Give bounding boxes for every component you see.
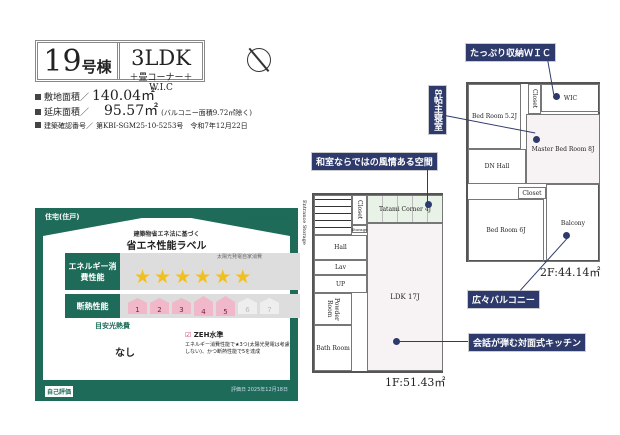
spec-label: 敷地面積／ — [44, 93, 90, 103]
hall-label: Hall — [496, 163, 510, 170]
label-tag-left: 住宅(住戸) — [45, 213, 80, 221]
self-evaluation-badge: 自己評価 — [45, 386, 74, 397]
room-closet: Closet — [352, 195, 367, 225]
callout-dot — [553, 93, 560, 100]
star-icon: ★ — [194, 266, 212, 288]
callout-dot — [393, 338, 400, 345]
room-storage: Storage — [351, 225, 368, 233]
callout-wic: たっぷり収納ＷＩＣ — [465, 43, 557, 62]
layout-extra: ＋畳コーナー＋W.I.C — [129, 73, 193, 93]
energy-label: 住宅(住戸) 再エネ設備あり 建築物省エネ法に基づく 省エネ性能ラベル エネルギ… — [35, 208, 300, 401]
spec-label: 建築確認番号／ — [44, 122, 93, 130]
room-wic: WIC — [541, 84, 600, 112]
room-balcony: Balcony — [546, 184, 600, 262]
callout-master-bedroom: 8帖主寝室 — [428, 85, 447, 136]
heating-cost-value: なし — [115, 348, 135, 359]
room-bed-2: Bed Room 6J — [468, 199, 544, 262]
room-bath: Bath Room — [314, 325, 352, 371]
callout-dot — [425, 201, 432, 208]
room-lav: Lav — [314, 260, 367, 275]
callout-dot — [533, 136, 540, 143]
room-entrance — [314, 195, 352, 235]
room-entrance-label: Entrance Storage — [301, 200, 307, 245]
floor-plan-1f: Entrance Storage Closet Storage Tatami C… — [301, 193, 443, 373]
floor-2f-area: 2F:44.14㎡ — [540, 266, 601, 279]
star-icon: ★ — [234, 266, 252, 288]
check-icon: ☑ — [185, 331, 192, 339]
room-hall-dn: DN Hall — [468, 149, 526, 184]
label-subtitle: 建築物省エネ法に基づく — [133, 231, 200, 238]
energy-row-header: エネルギー消費性能 — [65, 253, 120, 290]
evaluation-date: 評価日 2025年12月18日 — [230, 387, 288, 393]
callout-kitchen: 会話が弾む対面式キッチン — [468, 333, 587, 352]
room-bed-1: Bed Room 5.2J — [468, 84, 521, 149]
energy-stars: ★★★★★★ — [120, 253, 300, 290]
spec-value: 140.04㎡ — [92, 88, 156, 104]
room-powder: Powder Room — [314, 293, 352, 325]
spec-value: 第KBI-SGM25-10-5253号 令和7年12月22日 — [96, 122, 248, 130]
label-title: 省エネ性能ラベル — [126, 241, 207, 252]
spec-floor-area: 延床面積／ 95.57㎡(バルコニー面積9.72㎡除く) — [35, 103, 253, 119]
zeh-text: エネルギー消費性能で★3つ(太陽光発電は考慮しない)、かつ断熱性能で5を達成 — [185, 342, 290, 355]
star-icon: ★ — [214, 266, 232, 288]
insulation-row-header: 断熱性能 — [65, 294, 120, 318]
room-tatami-corner: Tatami Corner 4J — [367, 195, 443, 223]
insulation-level-4: 4 — [194, 296, 213, 316]
label-tag-right: 再エネ設備あり — [247, 216, 290, 223]
north-compass-icon — [247, 48, 271, 72]
unit-number-value: 19 — [43, 44, 82, 79]
callout-line — [396, 341, 468, 342]
spec-site-area: 敷地面積／140.04㎡ — [35, 88, 156, 104]
room-closet: Closet — [528, 84, 541, 114]
floor-plan-2f: Bed Room 5.2J Closet WIC Master Bed Room… — [466, 82, 600, 262]
spec-note: (バルコニー面積9.72㎡除く) — [161, 109, 253, 117]
insulation-level-2: 2 — [150, 298, 169, 314]
layout-type: 3LDK — [131, 46, 191, 70]
insulation-level-6: 6 — [238, 298, 257, 314]
callout-tatami: 和室ならではの風情ある空間 — [311, 152, 438, 171]
zeh-label: ZEH水準 — [193, 331, 224, 339]
room-master-bedroom: Master Bed Room 8J — [526, 114, 600, 184]
unit-suffix: 号棟 — [81, 58, 112, 76]
callout-balcony: 広々バルコニー — [467, 290, 540, 309]
heating-cost-label: 目安光熱費 — [95, 322, 130, 330]
stairs-dn: DN — [484, 163, 495, 170]
room-hall: Hall — [314, 235, 367, 260]
insulation-level-1: 1 — [128, 298, 147, 314]
room-closet-2: Closet — [518, 187, 546, 199]
callout-dot — [563, 232, 570, 239]
room-ldk: LDK 17J — [367, 223, 443, 371]
star-icon: ★ — [154, 266, 172, 288]
insulation-level-7: 7 — [260, 298, 279, 314]
insulation-level-5: 5 — [216, 296, 235, 316]
callout-line — [427, 167, 428, 203]
star-icon: ★ — [134, 266, 152, 288]
energy-stars-note: 太陽光発電自家消費 — [217, 254, 263, 260]
spec-permit: 建築確認番号／第KBI-SGM25-10-5253号 令和7年12月22日 — [35, 120, 248, 133]
spec-value: 95.57㎡ — [104, 103, 159, 119]
zeh-check: ☑ ZEH水準 — [185, 330, 223, 340]
room-stairs-up: UP — [314, 275, 367, 293]
spec-label: 延床面積／ — [44, 108, 90, 118]
energy-consumption-row: エネルギー消費性能 ★★★★★★ — [65, 253, 300, 290]
star-icon: ★ — [174, 266, 192, 288]
floor-1f-area: 1F:51.43㎡ — [385, 376, 446, 389]
insulation-level-3: 3 — [172, 298, 191, 314]
